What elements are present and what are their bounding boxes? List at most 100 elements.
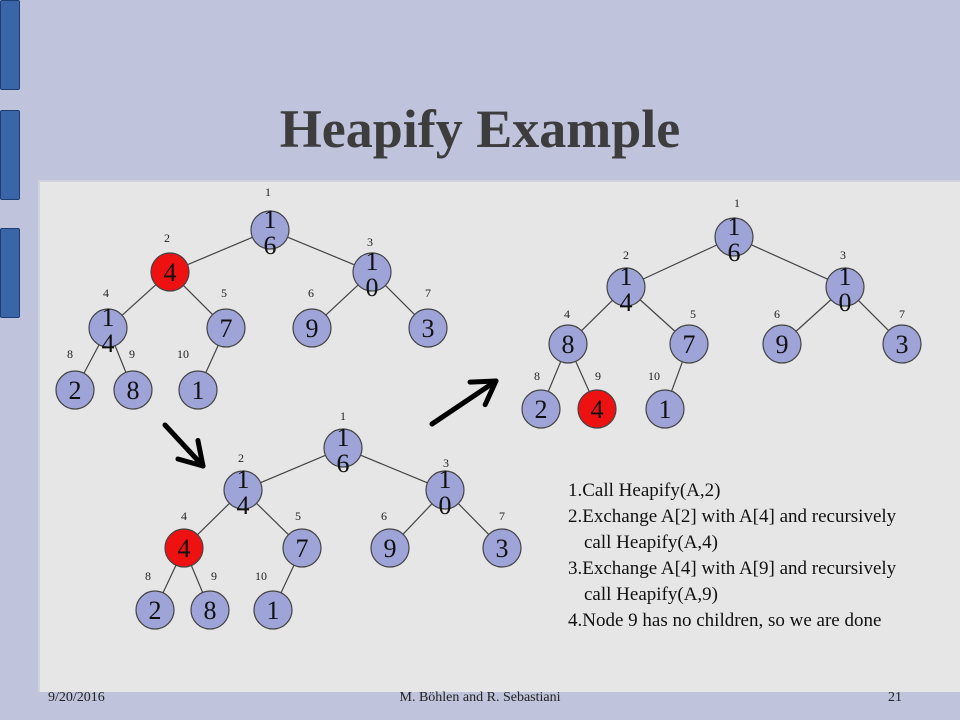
- node-index-label: 4: [181, 509, 187, 523]
- tree-node: 37: [482, 509, 522, 568]
- tree-edge: [671, 361, 683, 392]
- node-circle: [282, 528, 322, 568]
- decorative-bar: [0, 0, 20, 90]
- node-value: 3: [896, 330, 909, 359]
- node-value: 1: [264, 205, 277, 234]
- tree-node: 161: [714, 196, 754, 267]
- tree-edge: [197, 502, 230, 536]
- node-value: 6: [728, 238, 741, 267]
- page-number: 21: [888, 690, 902, 705]
- node-value: 8: [127, 376, 140, 405]
- node-value: 1: [237, 465, 250, 494]
- tree-edge: [190, 565, 204, 593]
- node-value: 9: [306, 314, 319, 343]
- tree-edge: [402, 503, 433, 535]
- node-index-label: 9: [211, 569, 217, 583]
- node-circle: [223, 470, 263, 510]
- node-value: 4: [164, 258, 177, 287]
- node-circle: [370, 528, 410, 568]
- node-value: 4: [620, 288, 633, 317]
- decorative-bar: [0, 110, 20, 200]
- tree-edge: [751, 244, 828, 280]
- tree-edge: [114, 345, 127, 373]
- tree-edge: [260, 454, 326, 484]
- tree-node: 142: [606, 248, 646, 317]
- node-value: 1: [102, 303, 115, 332]
- node-value: 7: [683, 330, 696, 359]
- tree-node: 37: [882, 307, 922, 364]
- node-circle: [352, 252, 392, 292]
- node-value: 2: [69, 376, 82, 405]
- node-circle: [425, 470, 465, 510]
- node-circle: [714, 217, 754, 257]
- node-index-label: 8: [145, 569, 151, 583]
- highlighted-node-circle: [164, 528, 204, 568]
- node-index-label: 10: [648, 369, 660, 383]
- tree-node: 161: [250, 185, 290, 260]
- node-circle: [408, 308, 448, 348]
- highlighted-node-circle: [577, 389, 617, 429]
- tree-edge: [360, 454, 428, 484]
- tree-node: 44: [164, 509, 204, 568]
- node-value: 0: [439, 491, 452, 520]
- tree-node: 28: [521, 369, 561, 429]
- node-circle: [178, 370, 218, 410]
- arrow-head: [467, 378, 499, 408]
- slide-title: Heapify Example: [279, 99, 681, 159]
- tree-node: 89: [113, 347, 153, 410]
- tree-node: 37: [408, 286, 448, 348]
- node-value: 9: [776, 330, 789, 359]
- node-circle: [292, 308, 332, 348]
- node-value: 1: [192, 376, 205, 405]
- node-value: 1: [366, 247, 379, 276]
- node-value: 9: [384, 534, 397, 563]
- node-circle: [606, 267, 646, 307]
- node-circle: [521, 389, 561, 429]
- tree-node: 110: [253, 569, 293, 630]
- node-circle: [323, 428, 363, 468]
- tree-edge: [385, 285, 415, 315]
- tree-edge: [287, 236, 355, 266]
- node-value: 1: [839, 262, 852, 291]
- node-index-label: 3: [443, 456, 449, 470]
- tree-edge: [256, 502, 289, 536]
- node-value: 2: [149, 596, 162, 625]
- node-index-label: 3: [367, 235, 373, 249]
- node-index-label: 10: [255, 569, 267, 583]
- tree-edge: [83, 344, 100, 374]
- tree-node: 75: [206, 286, 246, 348]
- tree-node: 110: [645, 369, 685, 429]
- tree-node: 84: [548, 307, 588, 364]
- tree-node: 89: [190, 569, 230, 630]
- tree-edge: [581, 299, 613, 332]
- highlighted-node-circle: [150, 252, 190, 292]
- node-value: 2: [535, 395, 548, 424]
- tree-node: 103: [352, 235, 392, 302]
- step-item: 3.Exchange A[4] with A[9] and recursivel…: [568, 558, 897, 605]
- node-index-label: 6: [308, 286, 314, 300]
- node-index-label: 7: [425, 286, 431, 300]
- step-item: 2.Exchange A[2] with A[4] and recursivel…: [568, 506, 897, 553]
- node-index-label: 10: [177, 347, 189, 361]
- node-index-label: 1: [734, 196, 740, 210]
- node-value: 4: [178, 534, 191, 563]
- node-index-label: 2: [623, 248, 629, 262]
- node-value: 7: [296, 534, 309, 563]
- node-circle: [482, 528, 522, 568]
- steps-list: 1.Call Heapify(A,2) 2.Exchange A[2] with…: [568, 478, 908, 634]
- node-circle: [825, 267, 865, 307]
- tree-node: 75: [669, 307, 709, 364]
- tree-edge: [183, 285, 213, 315]
- node-value: 1: [337, 423, 350, 452]
- node-circle: [253, 590, 293, 630]
- node-value: 7: [220, 314, 233, 343]
- node-index-label: 2: [164, 231, 170, 245]
- tree-node: 1 10: [177, 347, 218, 410]
- footer-authors: M. Böhlen and R. Sebastiani: [399, 690, 561, 705]
- node-circle: [206, 308, 246, 348]
- tree-node: 161: [323, 409, 363, 478]
